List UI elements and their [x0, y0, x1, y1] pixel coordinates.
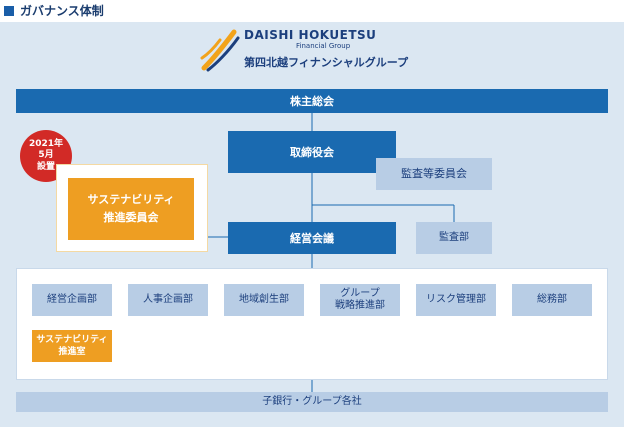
subsidiaries-group-companies: 子銀行・グループ各社: [16, 392, 608, 412]
audit-department: 監査部: [416, 222, 492, 254]
dept-risk-management: リスク管理部: [416, 284, 496, 316]
dept-general-affairs-label: 総務部: [537, 294, 567, 305]
dept-general-affairs: 総務部: [512, 284, 592, 316]
daishi-hokuetsu-logo-icon: [200, 29, 240, 72]
dept-group-strategy: グループ 戦略推進部: [320, 284, 400, 316]
board-of-directors: 取締役会: [228, 131, 396, 173]
dept-corporate-planning: 経営企画部: [32, 284, 112, 316]
departments-frame: [16, 268, 608, 380]
logo-subtitle-en: Financial Group: [296, 42, 351, 50]
logo-name-ja: 第四北越フィナンシャルグループ: [244, 56, 409, 69]
audit-supervisory-committee: 監査等委員会: [376, 158, 492, 190]
dept-group-strategy-label-1: グループ: [340, 288, 380, 299]
dept-group-strategy-label-2: 戦略推進部: [335, 300, 385, 311]
sustainability-committee-line2: 推進委員会: [103, 211, 159, 224]
shareholders-meeting: 株主総会: [16, 89, 608, 113]
badge-status: 設置: [36, 161, 55, 172]
sustainability-office-line1: サステナビリティ: [36, 334, 108, 345]
sustainability-committee: サステナビリティ 推進委員会: [68, 178, 194, 240]
badge-year: 2021年: [28, 139, 64, 150]
dept-risk-management-label: リスク管理部: [426, 294, 486, 305]
dept-regional-revitalization-label: 地域創生部: [239, 294, 289, 305]
dept-hr-planning: 人事企画部: [128, 284, 208, 316]
sustainability-office: サステナビリティ 推進室: [32, 330, 112, 362]
sustainability-committee-line1: サステナビリティ: [87, 193, 175, 207]
badge-month: 5月: [38, 150, 54, 161]
company-logo: DAISHI HOKUETSU Financial Group 第四北越フィナン…: [200, 26, 440, 78]
logo-name-en: DAISHI HOKUETSU: [244, 28, 377, 42]
dept-corporate-planning-label: 経営企画部: [47, 294, 97, 305]
management-council: 経営会議: [228, 222, 396, 254]
heading-marker: [4, 6, 14, 16]
section-heading: ガバナンス体制: [20, 4, 104, 18]
dept-regional-revitalization: 地域創生部: [224, 284, 304, 316]
dept-hr-planning-label: 人事企画部: [143, 294, 193, 305]
sustainability-office-line2: 推進室: [58, 347, 86, 357]
